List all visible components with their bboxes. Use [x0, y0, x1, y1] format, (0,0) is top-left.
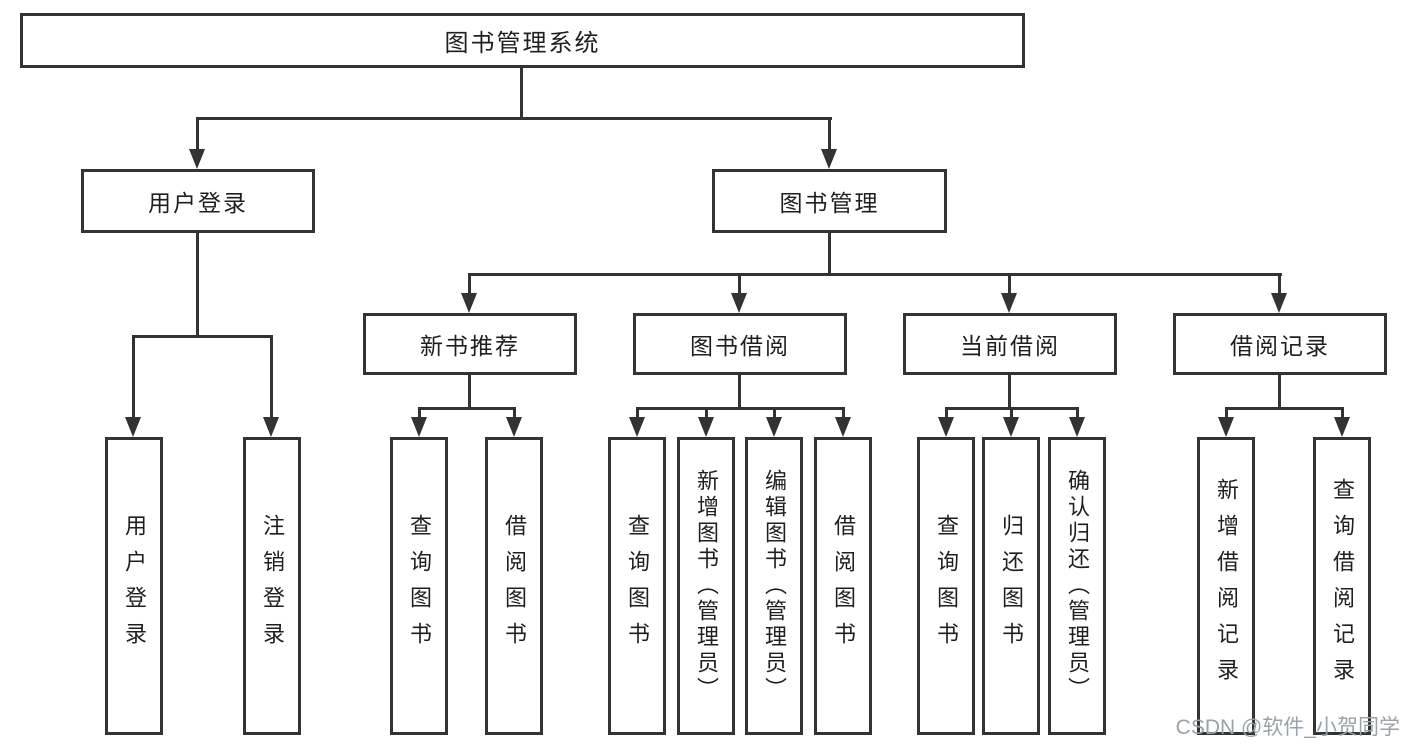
- connector-line: [270, 335, 273, 419]
- leaf-edit-books-admin: 编辑图书（管理员）: [745, 437, 803, 735]
- leaf-borrow-books-2: 借阅图书: [814, 437, 872, 735]
- connector-line: [196, 233, 199, 335]
- connector-line: [1010, 407, 1013, 419]
- connector-line: [1076, 407, 1079, 419]
- arrow-down: [506, 417, 522, 437]
- connector-line: [1341, 407, 1344, 419]
- arrow-down: [731, 293, 747, 313]
- leaf-logout: 注销登录: [243, 437, 301, 735]
- connector-line: [842, 407, 845, 419]
- arrow-down: [1069, 417, 1085, 437]
- connector-root-stem: [520, 68, 523, 117]
- arrow-down: [189, 149, 205, 169]
- arrow-down: [1001, 293, 1017, 313]
- arrow-down: [835, 417, 851, 437]
- connector-rail: [418, 407, 516, 410]
- connector-line: [468, 273, 471, 295]
- connector-level3-rail: [468, 273, 1282, 276]
- node-book-borrowing: 图书借阅: [633, 313, 847, 375]
- arrow-down: [1218, 417, 1234, 437]
- arrow-down: [1271, 293, 1287, 313]
- connector-line: [1008, 273, 1011, 295]
- connector-rail: [1225, 407, 1344, 410]
- connector-line: [738, 273, 741, 295]
- connector-line: [132, 335, 135, 419]
- arrow-down: [629, 417, 645, 437]
- arrow-down: [461, 293, 477, 313]
- connector-line: [828, 117, 831, 151]
- leaf-query-books-3: 查询图书: [917, 437, 975, 735]
- connector-line: [1225, 407, 1228, 419]
- arrow-down: [263, 417, 279, 437]
- connector-line: [196, 117, 199, 151]
- node-current-borrowing: 当前借阅: [903, 313, 1117, 375]
- leaf-add-books-admin: 新增图书（管理员）: [677, 437, 735, 735]
- connector-line: [1278, 375, 1281, 407]
- connector-line: [828, 233, 831, 273]
- arrow-down: [1334, 417, 1350, 437]
- connector-rail: [636, 407, 845, 410]
- arrow-down: [766, 417, 782, 437]
- arrow-down: [698, 417, 714, 437]
- leaf-query-borrow-record: 查询借阅记录: [1313, 437, 1371, 735]
- connector-line: [468, 375, 471, 407]
- connector-line: [636, 407, 639, 419]
- leaf-query-books-1: 查询图书: [390, 437, 448, 735]
- connector-line: [773, 407, 776, 419]
- connector-line: [945, 407, 948, 419]
- connector-line: [1278, 273, 1281, 295]
- connector-line: [1008, 375, 1011, 407]
- leaf-confirm-return-admin: 确认归还（管理员）: [1048, 437, 1106, 735]
- connector-line: [705, 407, 708, 419]
- leaf-return-books: 归还图书: [982, 437, 1040, 735]
- arrow-down: [125, 417, 141, 437]
- connector-line: [513, 407, 516, 419]
- connector-rail: [133, 335, 273, 338]
- leaf-user-login: 用户登录: [105, 437, 163, 735]
- arrow-down: [821, 149, 837, 169]
- node-new-book-recommendation: 新书推荐: [363, 313, 577, 375]
- node-user-login: 用户登录: [81, 169, 315, 233]
- leaf-borrow-books-1: 借阅图书: [485, 437, 543, 735]
- connector-line: [738, 375, 741, 407]
- csdn-watermark: CSDN @软件_小贺同学: [1175, 716, 1400, 739]
- node-library-management-system: 图书管理系统: [20, 13, 1025, 68]
- node-borrowing-records: 借阅记录: [1173, 313, 1387, 375]
- node-book-management: 图书管理: [712, 169, 947, 233]
- connector-line: [418, 407, 421, 419]
- leaf-add-borrow-record: 新增借阅记录: [1197, 437, 1255, 735]
- leaf-query-books-2: 查询图书: [608, 437, 666, 735]
- connector-level2-rail: [196, 117, 832, 120]
- arrow-down: [938, 417, 954, 437]
- arrow-down: [1003, 417, 1019, 437]
- arrow-down: [411, 417, 427, 437]
